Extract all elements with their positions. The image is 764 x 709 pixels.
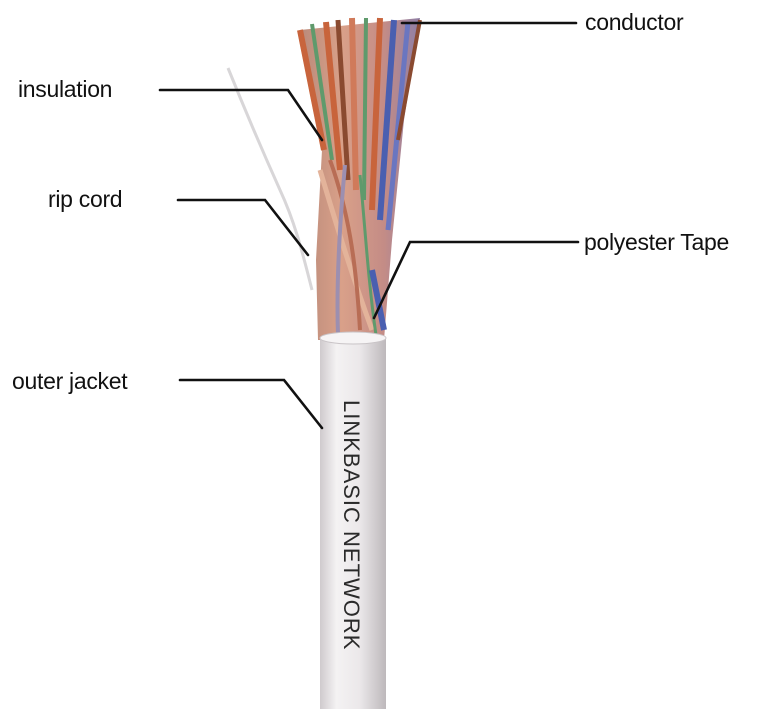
label-conductor: conductor [585, 9, 684, 35]
outer-jacket-leader-line [180, 380, 322, 428]
label-polyester-tape: polyester Tape [584, 229, 729, 255]
polyester-tape-leader-line [374, 242, 578, 318]
label-insulation: insulation [18, 76, 112, 102]
label-outer-jacket: outer jacket [12, 368, 128, 394]
rip-cord-strand [228, 68, 312, 290]
jacket-print: LINKBASIC NETWORK [339, 400, 364, 650]
label-rip-cord: rip cord [48, 186, 122, 212]
conductor-bundle [300, 18, 420, 340]
outer-jacket: LINKBASIC NETWORK [320, 332, 386, 709]
